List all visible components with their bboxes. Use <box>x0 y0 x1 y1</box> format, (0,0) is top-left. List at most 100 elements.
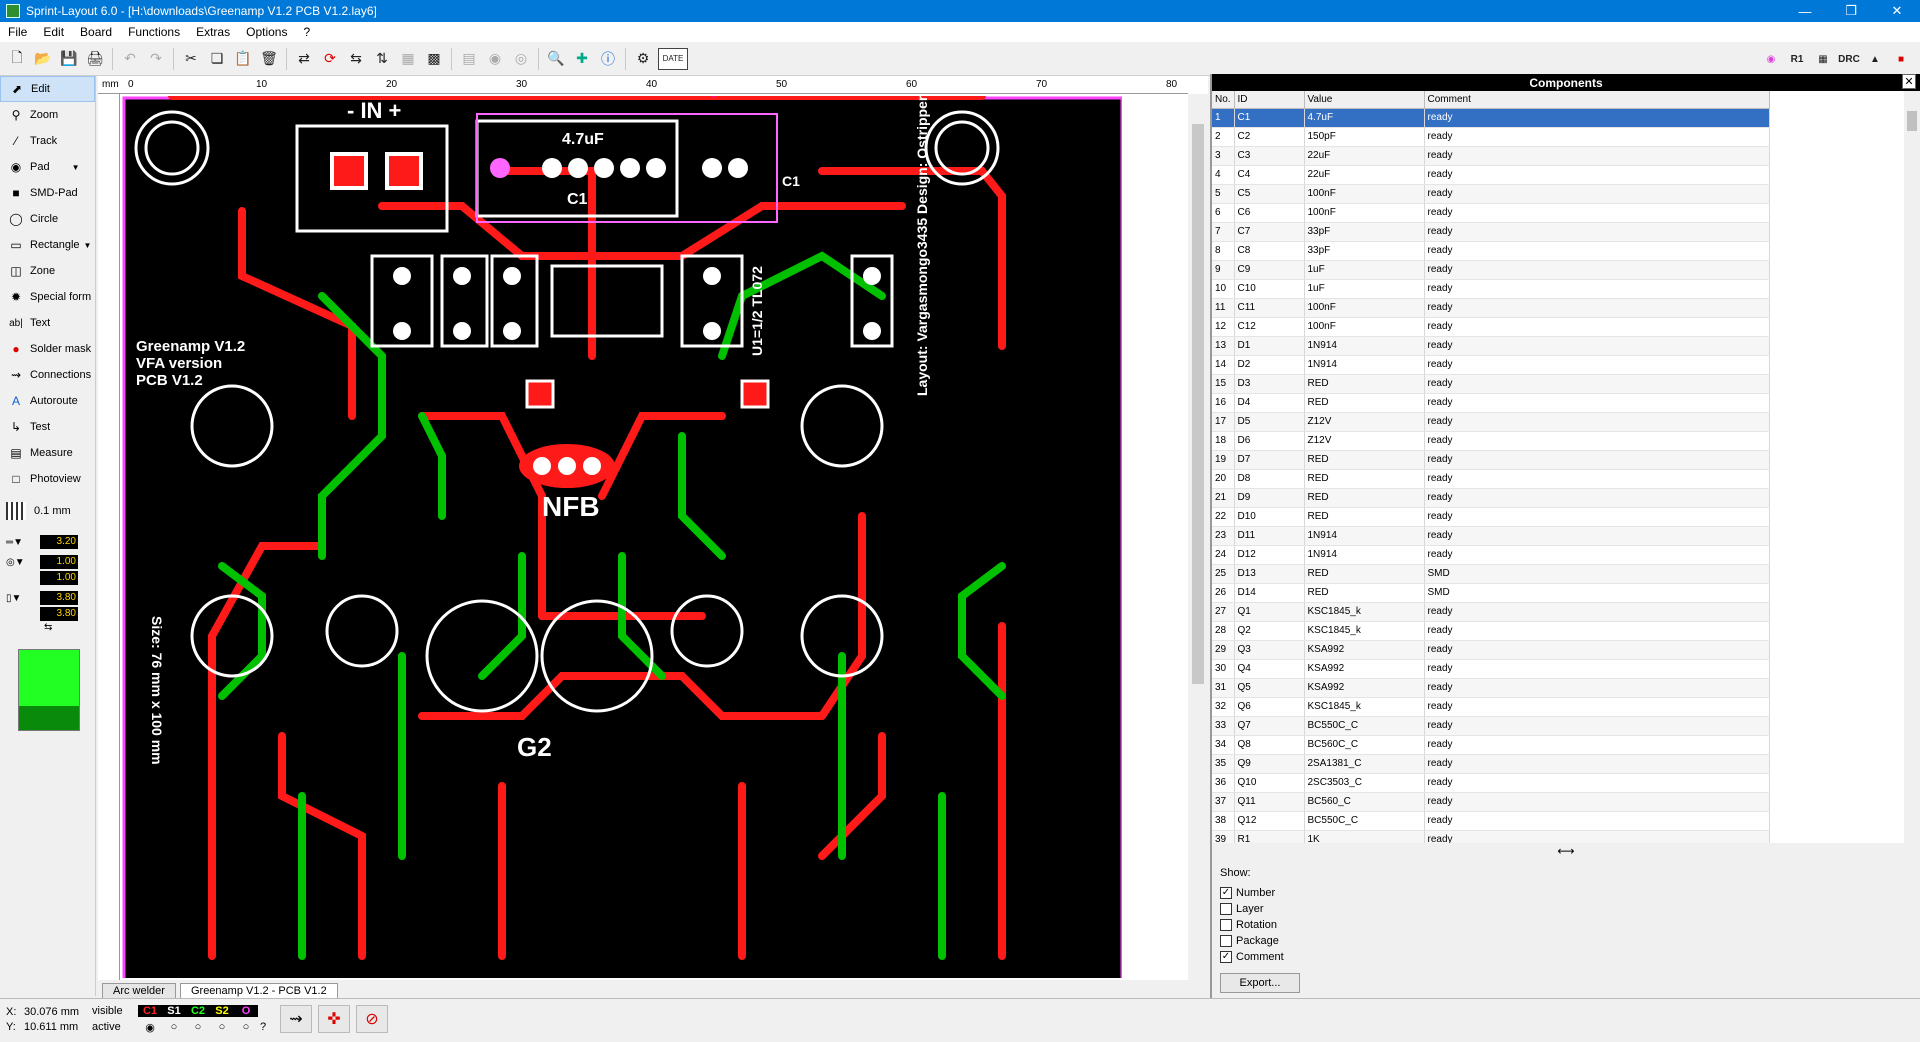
cut-icon[interactable]: ✂ <box>185 50 197 66</box>
connections-off-icon[interactable]: ⊘ <box>356 1005 388 1033</box>
pad-outer-value[interactable]: 1.00 <box>40 555 78 569</box>
rubberband-icon[interactable]: ⇝ <box>280 1005 312 1033</box>
layer-visible-s1[interactable]: S1 <box>162 1005 186 1017</box>
tool-special-form[interactable]: ✹Special form <box>0 284 95 310</box>
group-icon[interactable]: ▩ <box>427 50 441 66</box>
checkbox-rotation[interactable] <box>1220 919 1232 931</box>
layer-active-c1[interactable]: ◉ <box>145 1021 155 1034</box>
smd-width-value[interactable]: 3.80 <box>40 591 78 605</box>
menu-options[interactable]: Options <box>246 25 288 39</box>
duplicate-icon[interactable]: ⇄ <box>298 50 310 66</box>
photo-icon[interactable]: ◉ <box>1766 53 1776 65</box>
minimize-button[interactable]: — <box>1798 3 1812 19</box>
track-width-value[interactable]: 3.20 <box>40 535 78 549</box>
tool-circle[interactable]: ◯Circle <box>9 212 59 226</box>
scanned-copy-icon[interactable]: ▦ <box>1818 53 1828 65</box>
copy-icon[interactable]: ❏ <box>210 50 224 66</box>
tool-connections[interactable]: ⇝Connections <box>0 362 95 388</box>
close-icon[interactable]: ✕ <box>1902 74 1916 89</box>
smd-height-value[interactable]: 3.80 <box>40 607 78 621</box>
tool-track[interactable]: ⁄Track <box>0 128 95 154</box>
checkbox-number[interactable]: ✓ <box>1220 887 1232 899</box>
grid-selector[interactable]: 0.1 mm <box>0 502 95 520</box>
layer-active-s1[interactable]: ○ <box>170 1021 178 1033</box>
delete-icon[interactable]: 🗑 <box>260 50 278 66</box>
tool-pad[interactable]: ◉Pad▼ <box>0 154 95 180</box>
chevron-down-icon[interactable]: ▼ <box>71 162 80 172</box>
col-id[interactable]: ID <box>1234 91 1305 109</box>
col-comment[interactable]: Comment <box>1424 91 1770 109</box>
menu-board[interactable]: Board <box>80 25 113 39</box>
pcb-board[interactable]: - IN + 4.7uF C1 Greenamp V1.2 VFA versio… <box>122 96 1122 978</box>
menu-help[interactable]: ? <box>303 25 311 39</box>
tool-photoview[interactable]: □Photoview <box>0 466 95 492</box>
menu-file[interactable]: File <box>8 25 28 39</box>
net-icon[interactable]: ▲ <box>1870 53 1880 65</box>
save-icon[interactable]: 💾 <box>60 50 78 66</box>
show-number-checkbox[interactable]: ✓Number <box>1220 887 1276 899</box>
tool-smd-pad[interactable]: ■SMD-Pad <box>0 180 95 206</box>
tool-test[interactable]: ↳Test <box>0 414 95 440</box>
layout-canvas[interactable]: mm 0 10 20 30 40 50 60 70 80 <box>98 76 1208 980</box>
layer-visible-c2[interactable]: C2 <box>186 1005 210 1017</box>
align-icon[interactable]: ▦ <box>401 50 415 66</box>
swap-icon[interactable]: ⇆ <box>44 622 53 633</box>
col-number[interactable]: No. <box>1212 91 1235 109</box>
layer-visible-o[interactable]: O <box>234 1005 258 1017</box>
canvas-scrollbar[interactable] <box>1188 94 1208 980</box>
show-package-checkbox[interactable]: Package <box>1220 933 1912 949</box>
tab-arc-welder[interactable]: Arc welder <box>102 983 176 998</box>
layer-active-s2[interactable]: ○ <box>218 1021 226 1033</box>
pad-inner-value[interactable]: 1.00 <box>40 571 78 585</box>
new-file-icon[interactable]: 🗋 <box>11 48 23 65</box>
menu-extras[interactable]: Extras <box>196 25 231 39</box>
resize-handle[interactable]: ⟷ <box>1557 844 1575 858</box>
mask2-icon[interactable]: ◎ <box>514 50 528 66</box>
mirror-horizontal-icon[interactable]: ⇆ <box>350 50 362 66</box>
show-comment-checkbox[interactable]: ✓Comment <box>1220 951 1284 963</box>
transparent-icon[interactable]: ✚ <box>576 50 588 66</box>
paste-icon[interactable]: 📋 <box>234 50 252 66</box>
layer-icon[interactable]: ▤ <box>462 50 476 66</box>
settings-icon[interactable]: ⚙ <box>636 50 650 66</box>
checkbox-layer[interactable] <box>1220 903 1232 915</box>
mirror-vertical-icon[interactable]: ⇅ <box>376 50 388 66</box>
search-icon[interactable]: 🔍 <box>547 50 565 66</box>
checkbox-package[interactable] <box>1220 935 1232 947</box>
layer-color-swatch[interactable] <box>18 649 80 731</box>
redo-icon[interactable]: ↷ <box>150 50 162 66</box>
menu-functions[interactable]: Functions <box>128 25 181 39</box>
open-folder-icon[interactable]: 📂 <box>34 50 52 66</box>
restore-button[interactable]: ❐ <box>1845 3 1857 18</box>
info-icon[interactable]: ⓘ <box>601 50 615 67</box>
r1-icon[interactable]: R1 <box>1790 53 1804 65</box>
